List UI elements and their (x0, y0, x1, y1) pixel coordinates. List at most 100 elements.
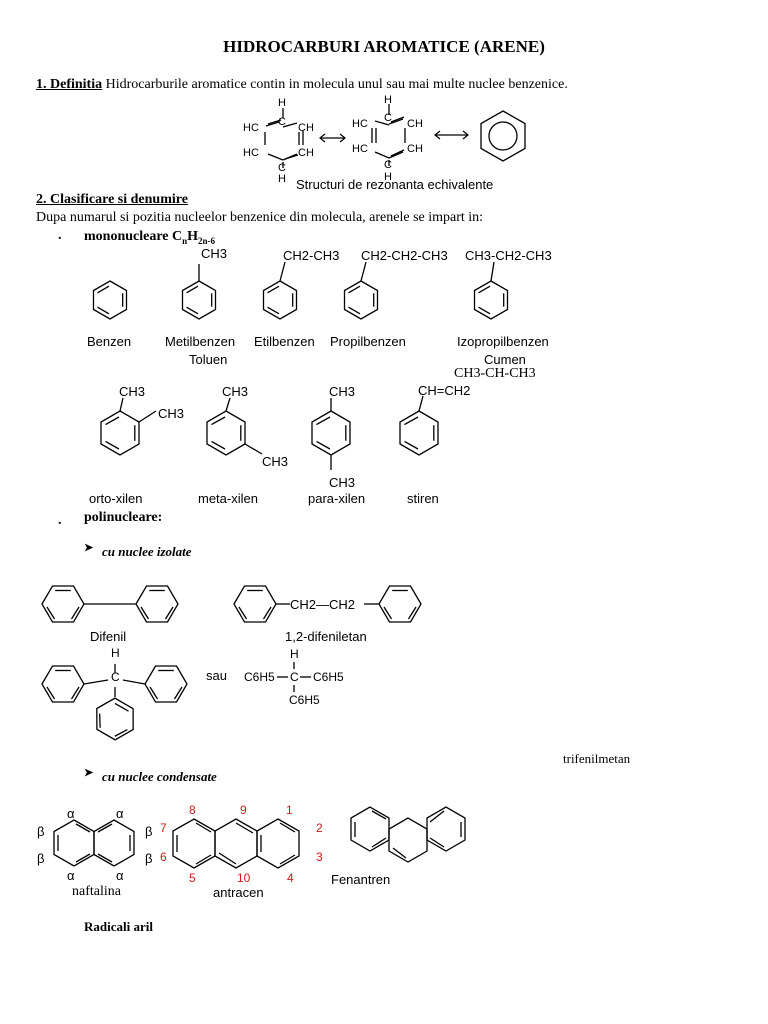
meta-ch3-top: CH3 (222, 384, 249, 399)
propilbenzen-structure (343, 261, 379, 320)
difeniletan-structure (233, 585, 422, 623)
naftalina-beta-3: β (37, 851, 45, 866)
cumen-label: Cumen (484, 352, 526, 367)
orto-xilen-structure (100, 397, 157, 456)
difenil-label: Difenil (90, 629, 127, 644)
naftalina-beta-2: β (145, 824, 153, 839)
fenantren-label: Fenantren (331, 872, 391, 887)
meta-xilen-label: meta-xilen (198, 491, 258, 506)
tri-formula-h: H (290, 647, 299, 661)
tri-h-atom: H (111, 646, 120, 660)
antracen-pos-1: 1 (286, 803, 293, 817)
izolate-arrow-icon: ➤ (84, 542, 94, 554)
etilbenzen-label: Etilbenzen (254, 334, 315, 349)
resonance-caption: Structuri de rezonanta echivalente (296, 177, 494, 192)
metilbenzen-label: Metilbenzen (165, 334, 236, 349)
svg-text:CH: CH (298, 122, 314, 134)
antracen-pos-5: 5 (189, 871, 196, 885)
difenil-structure (41, 585, 179, 623)
tri-formula-c6h5-bottom: C6H5 (289, 693, 320, 707)
antracen-pos-10: 10 (237, 871, 251, 885)
naftalina-structure (53, 819, 135, 867)
benzen-label: Benzen (87, 334, 132, 349)
naftalina-alpha-4: α (116, 868, 124, 883)
svg-text:H: H (384, 171, 392, 183)
svg-text:CH: CH (407, 143, 423, 155)
trifenilmetan-structure (41, 664, 188, 746)
svg-text:C: C (278, 116, 286, 128)
mononucleare-label: mononucleare CnH2n-6 (84, 229, 216, 246)
meta-xilen-structure (206, 397, 263, 456)
svg-text:C: C (384, 159, 392, 171)
izopropilbenzen-label: Izopropilbenzen (457, 334, 549, 349)
section-1-heading: 1. Definitia (36, 77, 103, 92)
benzen-structure (92, 280, 128, 320)
difeniletan-label: 1,2-difeniletan (285, 629, 367, 644)
svg-text:H: H (278, 173, 286, 185)
antracen-pos-8: 8 (189, 803, 196, 817)
orto-ch3-side: CH3 (158, 406, 185, 421)
sau-label: sau (206, 668, 227, 683)
etil-substituent: CH2-CH3 (283, 248, 340, 263)
poly-bullet: . (58, 513, 62, 528)
naftalina-label: naftalina (72, 884, 121, 899)
svg-text:CH: CH (298, 147, 314, 159)
tri-formula-c6h5-right: C6H5 (313, 670, 344, 684)
antracen-pos-4: 4 (287, 871, 294, 885)
stiren-structure (399, 395, 439, 456)
section-2-heading: 2. Clasificare si denumire (36, 192, 188, 207)
naftalina-alpha-1: α (67, 806, 75, 821)
svg-text:C: C (278, 162, 286, 174)
izopropil-substituent: CH3-CH2-CH3 (465, 248, 552, 263)
kekule-structure-2 (371, 104, 406, 166)
condensate-arrow-icon: ➤ (84, 767, 94, 779)
izolate-label: cu nuclee izolate (102, 544, 192, 559)
antracen-structure (172, 818, 300, 869)
mono-bullet: . (58, 228, 62, 243)
fenantren-structure (350, 806, 466, 863)
definition-text: Hidrocarburile aromatice contin in molec… (105, 77, 568, 92)
stiren-label: stiren (407, 491, 439, 506)
svg-text:H: H (384, 94, 392, 106)
kekule-structure-1 (264, 108, 304, 168)
svg-text:H: H (278, 97, 286, 109)
cumen-formula: CH3-CH-CH3 (454, 366, 536, 381)
condensate-label: cu nuclee condensate (102, 769, 217, 784)
propil-substituent: CH2-CH2-CH3 (361, 248, 448, 263)
naftalina-alpha-3: α (67, 868, 75, 883)
para-ch3-bottom: CH3 (329, 475, 356, 490)
naftalina-beta-4: β (145, 851, 153, 866)
svg-text:HC: HC (352, 143, 368, 155)
classification-intro: Dupa numarul si pozitia nucleelor benzen… (36, 210, 484, 225)
svg-text:CH: CH (407, 118, 423, 130)
definition-line: 1. Definitia Hidrocarburile aromatice co… (36, 77, 568, 93)
propilbenzen-label: Propilbenzen (330, 334, 406, 349)
antracen-pos-2: 2 (316, 821, 323, 835)
tri-formula-c6h5-left: C6H5 (244, 670, 275, 684)
svg-text:HC: HC (243, 122, 259, 134)
radicali-aril-heading: Radicali aril (84, 919, 153, 934)
antracen-label: antracen (213, 885, 264, 900)
etilbenzen-structure (262, 261, 298, 320)
antracen-pos-6: 6 (160, 850, 167, 864)
svg-text:HC: HC (352, 118, 368, 130)
tri-c-atom: C (111, 670, 120, 684)
meta-ch3-side: CH3 (262, 454, 289, 469)
toluen-substituent: CH3 (201, 246, 228, 261)
benzene-circle-structure (480, 110, 526, 162)
antracen-pos-3: 3 (316, 850, 323, 864)
tri-formula-c: C (290, 670, 299, 684)
polinucleare-label: polinucleare: (84, 510, 163, 525)
cumen-structure (473, 261, 509, 320)
antracen-pos-9: 9 (240, 803, 247, 817)
svg-text:C: C (384, 112, 392, 124)
difeniletan-bridge: CH2—CH2 (290, 597, 356, 612)
trifenilmetan-formula (277, 662, 311, 692)
antracen-pos-7: 7 (160, 821, 167, 835)
orto-ch3-top: CH3 (119, 384, 146, 399)
svg-text:HC: HC (243, 147, 259, 159)
naftalina-alpha-2: α (116, 806, 124, 821)
page-title: HIDROCARBURI AROMATICE (ARENE) (223, 37, 545, 56)
toluen-structure (181, 264, 217, 320)
